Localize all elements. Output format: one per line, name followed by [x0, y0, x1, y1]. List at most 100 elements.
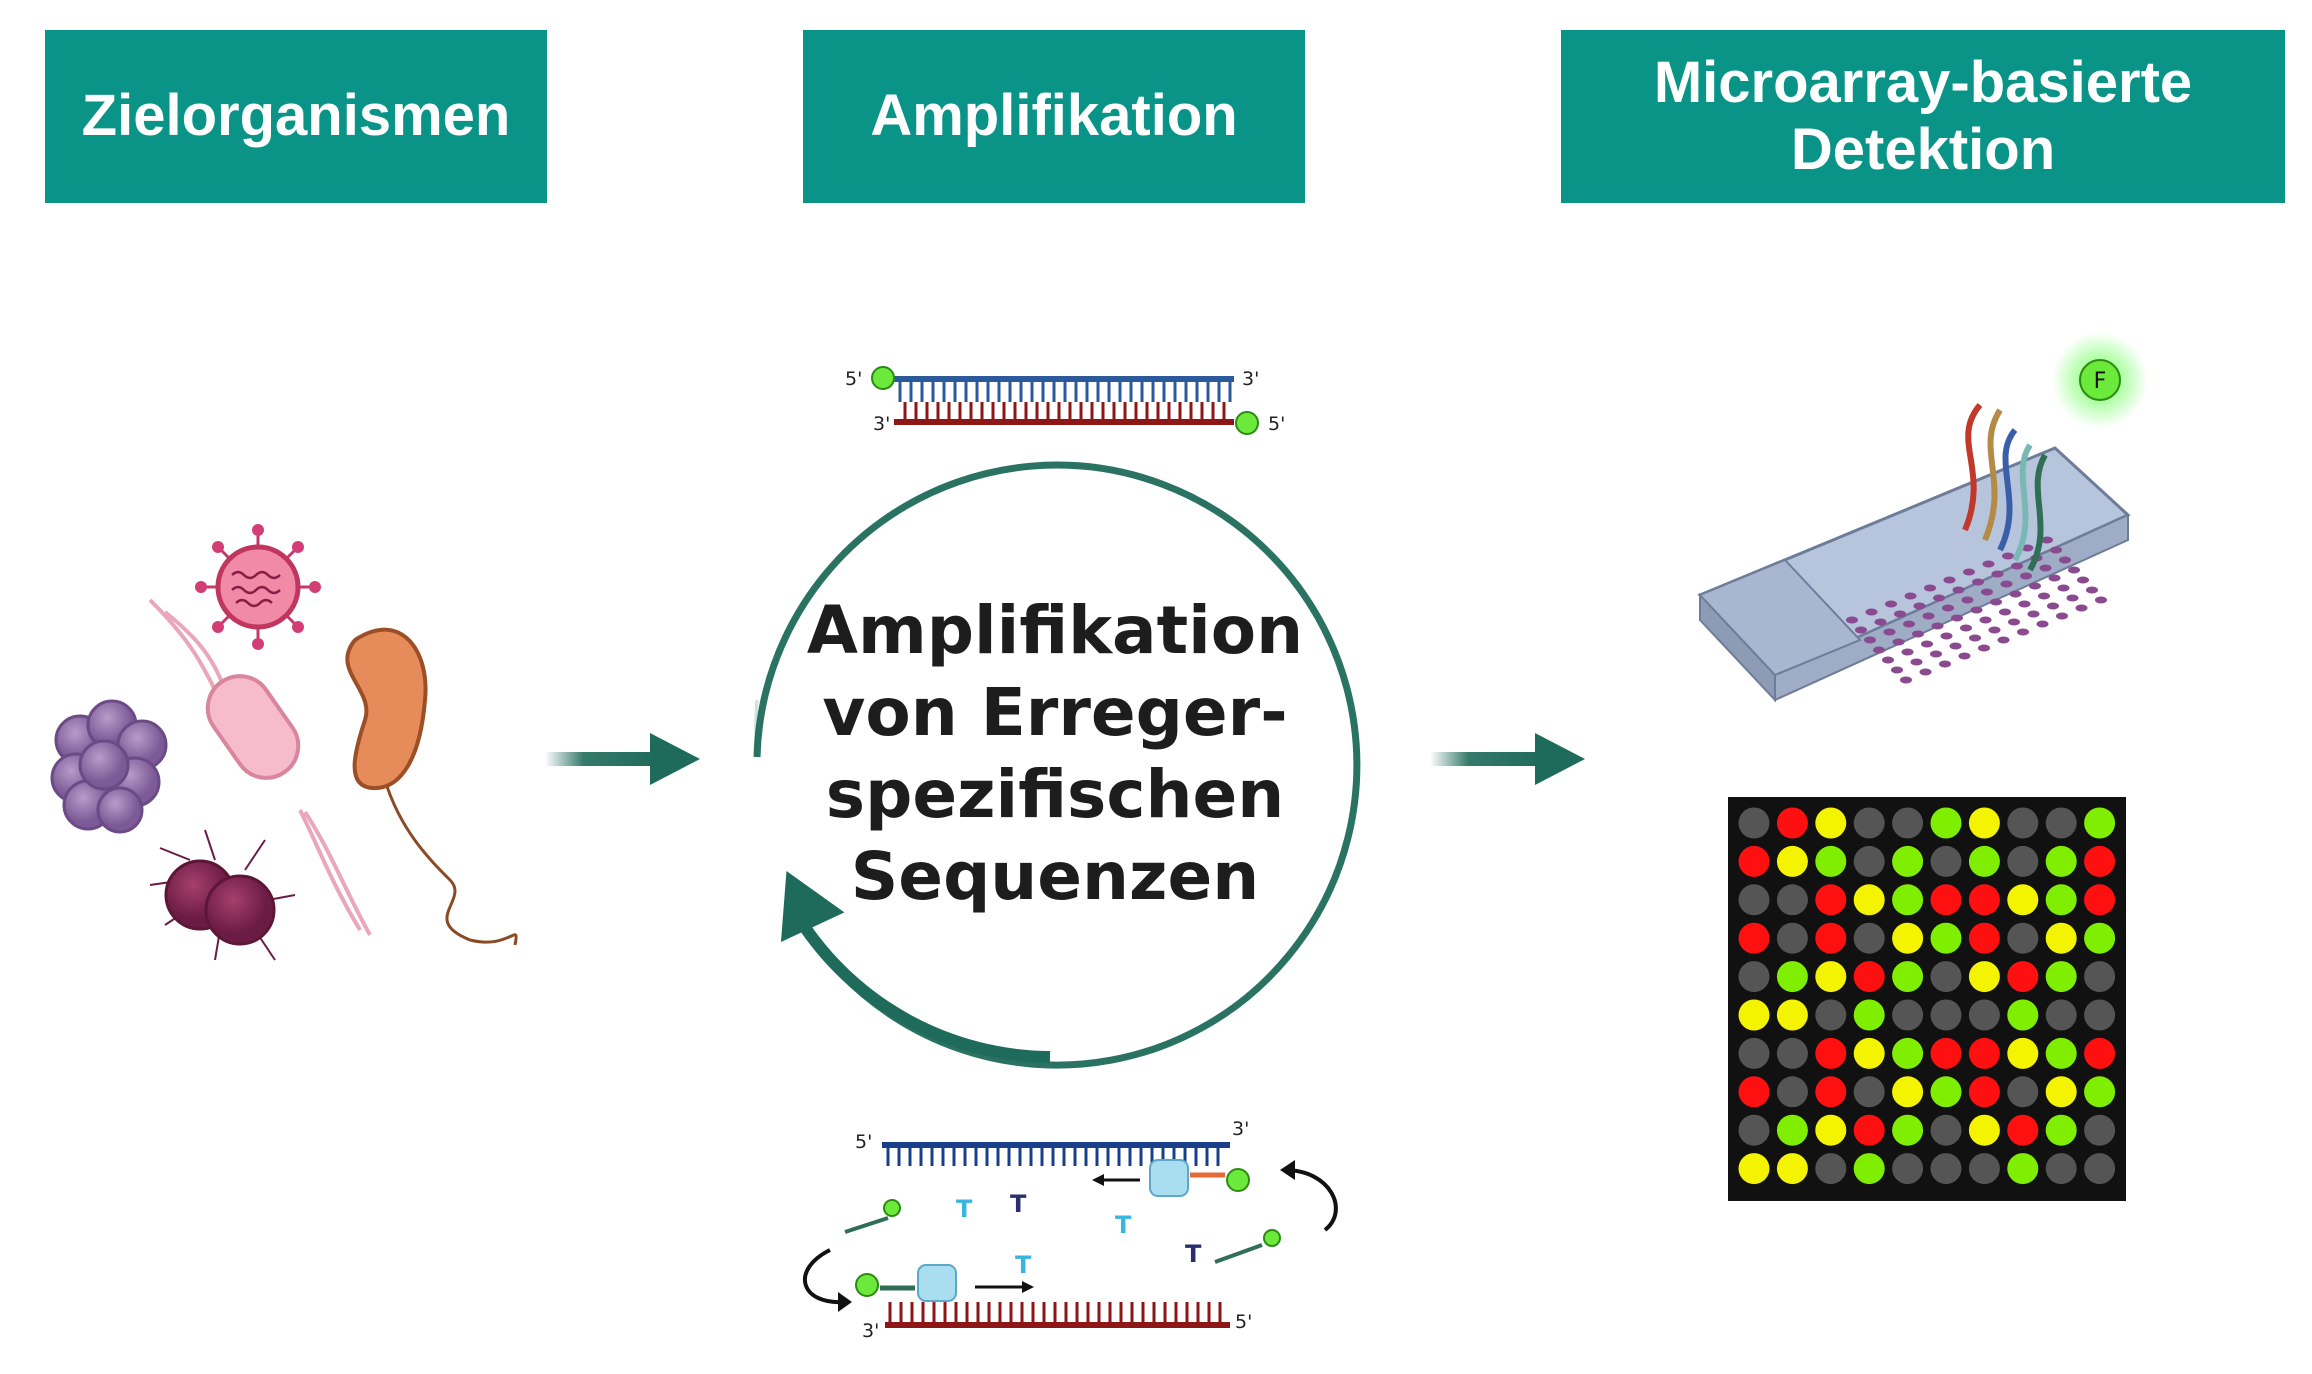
slide-spot: [1894, 610, 1906, 618]
svg-text:T: T: [1185, 1240, 1202, 1268]
microarray-spot-gray: [2045, 807, 2077, 839]
slide-spot: [1922, 612, 1935, 620]
microarray-spot-green: [2045, 1114, 2077, 1146]
slide-spot: [1997, 636, 2010, 644]
slide-spot: [2077, 576, 2089, 584]
microarray-spot-red: [1968, 884, 2000, 916]
microarray-spot-green: [1892, 1037, 1924, 1069]
microarray-spot-red: [1738, 1076, 1770, 1108]
slide-spot: [1969, 634, 1981, 642]
slide-spot: [1939, 660, 1951, 668]
header-detektion: Microarray-basierte Detektion: [1561, 30, 2285, 203]
microarray-spot-green: [2084, 1076, 2116, 1108]
microarray-spot-gray: [2045, 1153, 2077, 1185]
slide-spot: [1892, 638, 1905, 646]
slide-spot: [1981, 588, 1993, 596]
slide-spot: [1931, 622, 1944, 630]
slide-spot: [2086, 586, 2098, 594]
microarray-spot-gray: [2007, 845, 2039, 877]
microarray-spot-gray: [1776, 1037, 1808, 1069]
microarray-spot-gray: [1853, 807, 1885, 839]
slide-spot: [2021, 544, 2034, 552]
microarray-spot-gray: [1738, 1114, 1770, 1146]
slide-spot: [2066, 594, 2079, 602]
slide-spot: [1855, 626, 1867, 634]
microarray-spot-gray: [1968, 1153, 2000, 1185]
slide-spot: [1921, 640, 1933, 648]
header-detektion-line1: Microarray-basierte: [1653, 49, 2193, 115]
microarray-spot-green: [1853, 1153, 1885, 1185]
svg-text:T: T: [1015, 1251, 1032, 1279]
slide-spot: [1924, 584, 1936, 592]
slide-spot: [1930, 650, 1942, 658]
slide-spot: [1999, 608, 2011, 616]
microarray-spot-gray: [1853, 1076, 1885, 1108]
slide-spot: [1873, 646, 1885, 654]
microarray-spot-gray: [1776, 1076, 1808, 1108]
slide-spot: [1951, 614, 1963, 622]
slide-spot: [1972, 578, 1984, 586]
microarray-spot-gray: [2084, 961, 2116, 993]
microarray-spot-yellow: [1815, 1114, 1847, 1146]
microarray-spot-yellow: [2045, 1076, 2077, 1108]
microarray-spot-green: [1892, 884, 1924, 916]
microarray-spot-green: [2084, 922, 2116, 954]
fluorophore-icon: [855, 1273, 879, 1297]
slide-spot: [2057, 584, 2070, 592]
header-detektion-line2: Detektion: [1790, 116, 2056, 182]
microarray-spot-gray: [1815, 999, 1847, 1031]
microarray-spot-gray: [1930, 1114, 1962, 1146]
microarray-spot-yellow: [1815, 961, 1847, 993]
orange-bacterium-icon: [345, 627, 518, 946]
slide-spot: [1912, 630, 1924, 638]
microarray-spot-green: [2045, 884, 2077, 916]
microarray-spot-red: [2084, 845, 2116, 877]
slide-spot: [2039, 564, 2052, 572]
slide-spot: [2020, 572, 2032, 580]
microarray-spot-gray: [1853, 922, 1885, 954]
microarray-spot-red: [1815, 884, 1847, 916]
fluorophore-icon: [871, 366, 895, 390]
microarray-spot-green: [2045, 1037, 2077, 1069]
microarray-spot-gray: [1968, 999, 2000, 1031]
slide-spot: [1933, 594, 1945, 602]
cycle-caption-line4: Sequenzen: [850, 838, 1260, 915]
svg-text:T: T: [1010, 1190, 1027, 1218]
microarray-spot-red: [1968, 922, 2000, 954]
microarray-spot-green: [1776, 1114, 1808, 1146]
dna-top-3prime: 3': [1242, 368, 1259, 390]
microarray-spot-gray: [2084, 1114, 2116, 1146]
pcr-bottom-5prime: 5': [1235, 1311, 1252, 1333]
slide-spot: [1958, 652, 1971, 660]
svg-text:T: T: [956, 1195, 973, 1223]
slide-spot: [2009, 590, 2022, 598]
microarray-spot-gray: [1930, 961, 1962, 993]
microarray-spot-gray: [1892, 807, 1924, 839]
slide-spot: [1952, 586, 1965, 594]
microarray-spot-green: [1930, 922, 1962, 954]
organisms-illustration: [50, 524, 518, 961]
microarray-spot-red: [2007, 1114, 2039, 1146]
slide-spot: [1913, 602, 1926, 610]
slide-spot: [1864, 636, 1876, 644]
microarray-spot-green: [1892, 1114, 1924, 1146]
microarray-spot-yellow: [2007, 1037, 2039, 1069]
slide-spot: [1901, 648, 1914, 656]
microarray-spot-yellow: [1968, 961, 2000, 993]
pcr-top-5prime: 5': [855, 1131, 872, 1153]
microarray-spot-green: [2084, 807, 2116, 839]
dna-top-5prime: 5': [845, 368, 862, 390]
microarray-spot-yellow: [1776, 845, 1808, 877]
slide-spot: [1900, 676, 1912, 684]
slide-spot: [1904, 592, 1917, 600]
microarray-spot-yellow: [1853, 1037, 1885, 1069]
slide-spot: [1970, 606, 1983, 614]
slide-spot: [1885, 600, 1897, 608]
slide-spot: [2095, 596, 2107, 604]
slide-spot: [1979, 616, 1992, 624]
slide-spot: [1963, 568, 1975, 576]
slide-spot: [2002, 552, 2014, 560]
header-amplifikation: Amplifikation: [803, 30, 1305, 203]
slide-spot: [1990, 598, 2002, 606]
